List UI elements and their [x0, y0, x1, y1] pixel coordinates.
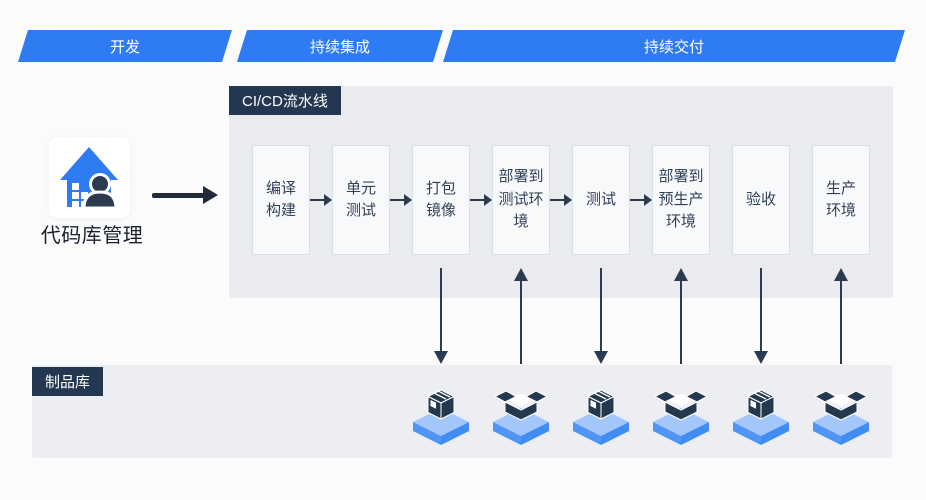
arrow-down-icon [754, 268, 768, 364]
arrow-right-icon [550, 194, 572, 206]
open-box-icon [493, 382, 549, 446]
artifact-repo-title: 制品库 [32, 367, 104, 396]
pipeline-stage-box: 验收 [732, 145, 790, 255]
phase-label: 开发 [109, 38, 140, 56]
pipeline-stage-box: 测试 [572, 145, 630, 255]
arrow-up-icon [834, 268, 848, 364]
arrow-down-icon [434, 268, 448, 364]
closed-box-icon [413, 382, 469, 446]
arrow-right-icon [152, 186, 218, 204]
pipeline-stage-box: 部署到 预生产 环境 [652, 145, 710, 255]
pipeline-stage-box: 部署到 测试环 境 [492, 145, 550, 255]
arrow-down-icon [594, 268, 608, 364]
arrow-right-icon [310, 194, 332, 206]
pipeline-stage-box: 单元 测试 [332, 145, 390, 255]
open-box-icon [813, 382, 869, 446]
pipeline-stage-box: 编译 构建 [252, 145, 310, 255]
cicd-pipeline-title: CI/CD流水线 [229, 86, 341, 115]
closed-box-icon [733, 382, 789, 446]
pipeline-stage-box: 打包 镜像 [412, 145, 470, 255]
closed-box-icon [573, 382, 629, 446]
phase-banner-continuous-integration: 持续集成 [237, 30, 443, 62]
repo-label: 代码库管理 [40, 225, 144, 247]
arrow-up-icon [514, 268, 528, 364]
phase-banner-continuous-delivery: 持续交付 [443, 30, 905, 62]
phase-banner-development: 开发 [18, 30, 232, 62]
phase-label: 持续交付 [643, 38, 704, 56]
arrow-right-icon [470, 194, 492, 206]
house-person-icon [49, 137, 130, 218]
arrow-right-icon [390, 194, 412, 206]
phase-label: 持续集成 [309, 38, 370, 56]
arrow-right-icon [630, 194, 652, 206]
open-box-icon [653, 382, 709, 446]
cicd-pipeline-panel [229, 86, 893, 298]
arrow-up-icon [674, 268, 688, 364]
pipeline-stage-box: 生产 环境 [812, 145, 870, 255]
